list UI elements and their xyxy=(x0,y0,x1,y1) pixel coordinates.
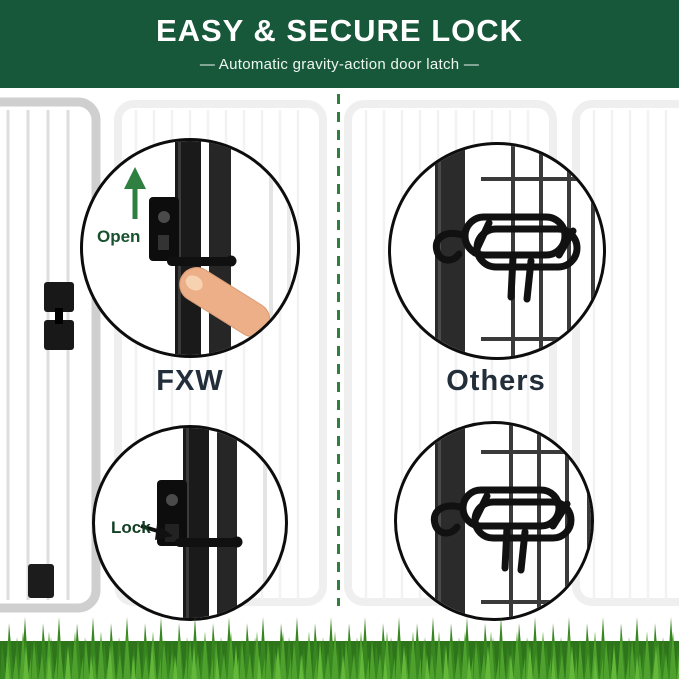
lock-annotation: Lock xyxy=(111,518,151,537)
open-annotation: Open xyxy=(97,227,141,246)
wire-latch-icon xyxy=(430,486,575,574)
fxw-label: FXW xyxy=(156,365,224,397)
fxw-open-photo: Open xyxy=(80,138,300,358)
others-latch-photo-top xyxy=(388,142,606,360)
header-title: EASY & SECURE LOCK xyxy=(155,13,524,48)
fxw-lock-latch-graphic xyxy=(140,428,267,618)
wire-latch-icon xyxy=(432,213,581,303)
up-arrow-icon xyxy=(124,167,146,219)
gravity-latch-icon xyxy=(149,197,237,267)
grass-footer xyxy=(0,607,679,679)
left-gate-panel xyxy=(0,97,101,613)
fxw-lock-photo: Lock xyxy=(92,425,288,621)
header-banner: EASY & SECURE LOCK — Automatic gravity-a… xyxy=(0,0,679,88)
others-latch-photo-bottom xyxy=(394,421,594,621)
gate-hinge-icon xyxy=(44,282,74,350)
comparison-body: Open Lock xyxy=(0,88,679,679)
pointing-finger-icon xyxy=(179,267,271,338)
fxw-open-latch-graphic xyxy=(124,141,291,355)
right-arrow-icon xyxy=(140,524,173,540)
gravity-latch-locked-icon xyxy=(157,480,243,548)
others-wire-latch-graphic xyxy=(432,145,603,357)
others-wire-latch-graphic-2 xyxy=(430,424,591,618)
others-label: Others xyxy=(446,365,546,397)
lower-hinge-icon xyxy=(28,564,54,598)
center-dashed-divider xyxy=(337,94,340,606)
header-subtitle: — Automatic gravity-action door latch — xyxy=(199,56,480,73)
